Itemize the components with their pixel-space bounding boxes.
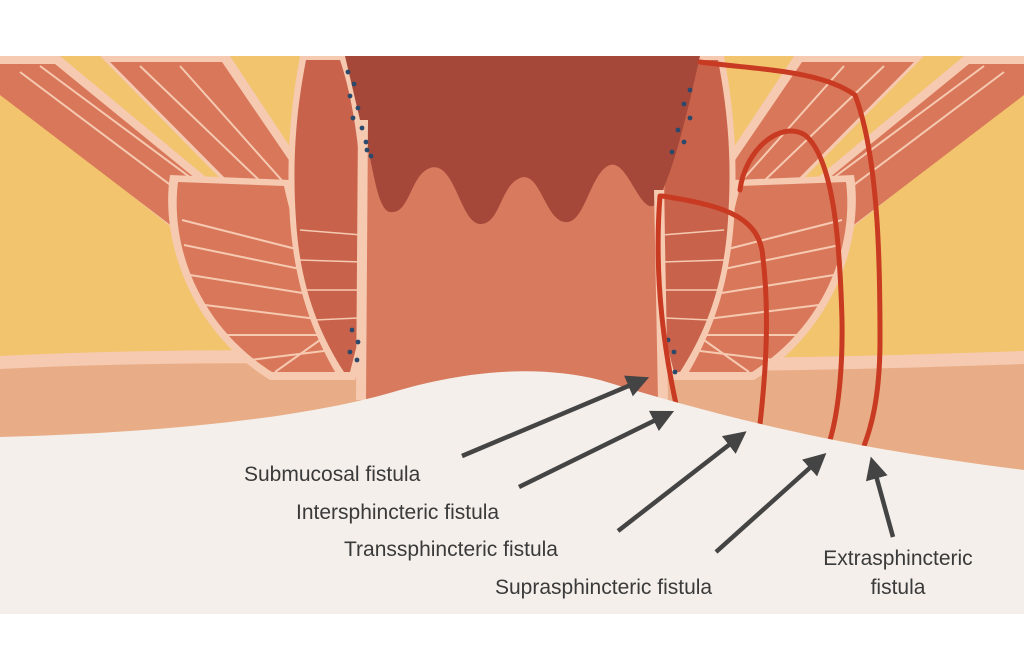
perianal-skin [0,371,1024,614]
anal-canal [360,140,665,400]
arrow-intersphincteric [518,410,675,490]
left-canal-lining [356,120,368,400]
arrow-transsphincteric [616,431,747,533]
arrow-suprasphincteric [714,452,827,554]
label-suprasphincteric: Suprasphincteric fistula [495,576,712,599]
label-extrasphincteric-line2: fistula [871,576,926,599]
suprasphincteric-tract [737,128,845,443]
intersphincteric-tract [655,193,679,407]
arrow-submucosal [461,375,650,459]
left-internal-sphincter [288,56,372,380]
fistula-tracts [655,59,883,449]
label-transsphincteric: Transsphincteric fistula [344,538,558,561]
anatomy-illustration [0,56,1024,614]
transsphincteric-tract [659,193,769,427]
label-intersphincteric: Intersphincteric fistula [296,501,499,524]
fistula-labels: Submucosal fistula Intersphincteric fist… [244,463,973,599]
extrasphincteric-tract [697,59,883,449]
pointer-arrows [461,375,896,554]
rectal-mucosa [345,56,700,225]
label-extrasphincteric-line1: Extrasphincteric [823,547,972,570]
anal-glands [345,69,693,375]
arrow-extrasphincteric [865,456,896,538]
label-submucosal: Submucosal fistula [244,463,421,486]
